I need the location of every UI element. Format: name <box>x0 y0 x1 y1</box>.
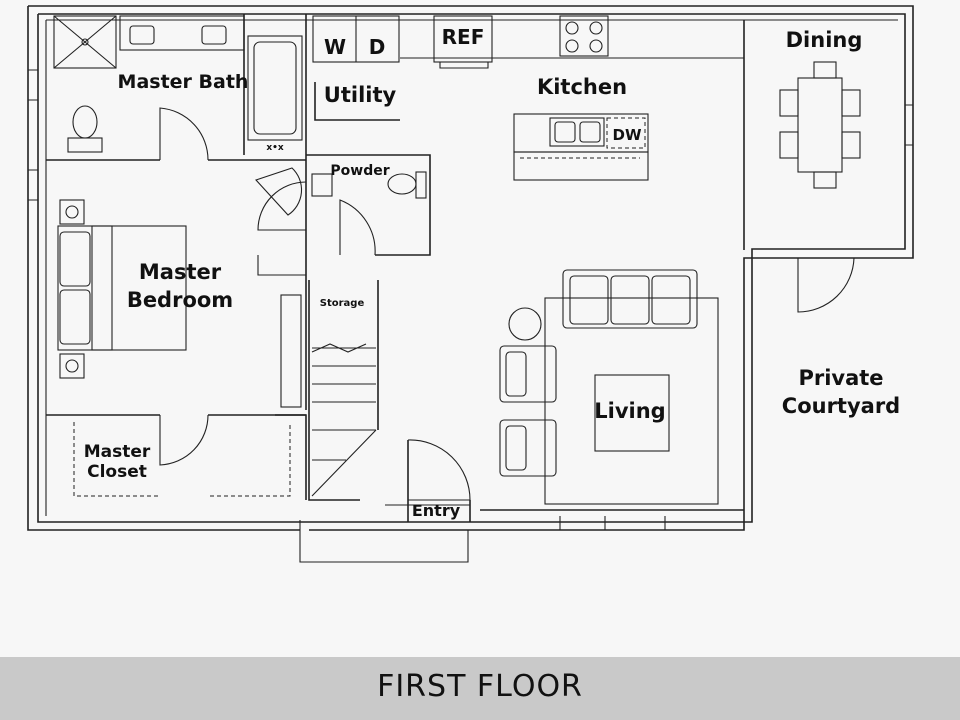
footer-band: FIRST FLOOR <box>0 657 960 720</box>
label-living: Living <box>594 399 665 423</box>
room-labels: Master Bath Utility Kitchen Dining Powde… <box>84 28 901 520</box>
label-tub-controls: x•x <box>266 143 284 153</box>
label-refrigerator: REF <box>442 25 485 49</box>
exterior-walls <box>27 5 914 563</box>
label-private-courtyard-2: Courtyard <box>782 394 900 418</box>
label-storage: Storage <box>320 298 365 309</box>
label-master-bedroom-2: Bedroom <box>127 288 233 312</box>
kitchen-utility-fixtures <box>312 15 744 181</box>
label-utility: Utility <box>324 83 397 107</box>
label-entry: Entry <box>412 501 461 520</box>
label-powder: Powder <box>330 163 389 179</box>
floor-plan: Master Bath Utility Kitchen Dining Powde… <box>27 5 914 563</box>
fixture-labels: W D REF DW x•x <box>266 25 642 153</box>
stairs <box>311 343 377 497</box>
floor-title: FIRST FLOOR <box>377 669 583 704</box>
label-private-courtyard-1: Private <box>798 366 883 390</box>
windows <box>28 69 913 530</box>
label-master-bath: Master Bath <box>118 71 249 93</box>
label-master-bedroom-1: Master <box>139 260 222 284</box>
label-kitchen: Kitchen <box>537 75 627 99</box>
label-washer: W <box>324 35 346 59</box>
label-master-closet-2: Closet <box>87 462 147 482</box>
doors <box>159 107 855 501</box>
powder-fixtures <box>311 171 427 199</box>
label-dining: Dining <box>786 28 863 52</box>
label-master-closet-1: Master <box>84 442 151 462</box>
dining-table <box>779 61 861 189</box>
master-bed <box>57 199 302 408</box>
label-dryer: D <box>369 35 386 59</box>
master-bath-fixtures <box>53 15 303 153</box>
living-furniture <box>499 269 719 505</box>
label-dishwasher: DW <box>613 126 642 144</box>
closet-shelving <box>73 422 291 497</box>
interior-walls <box>46 14 745 530</box>
